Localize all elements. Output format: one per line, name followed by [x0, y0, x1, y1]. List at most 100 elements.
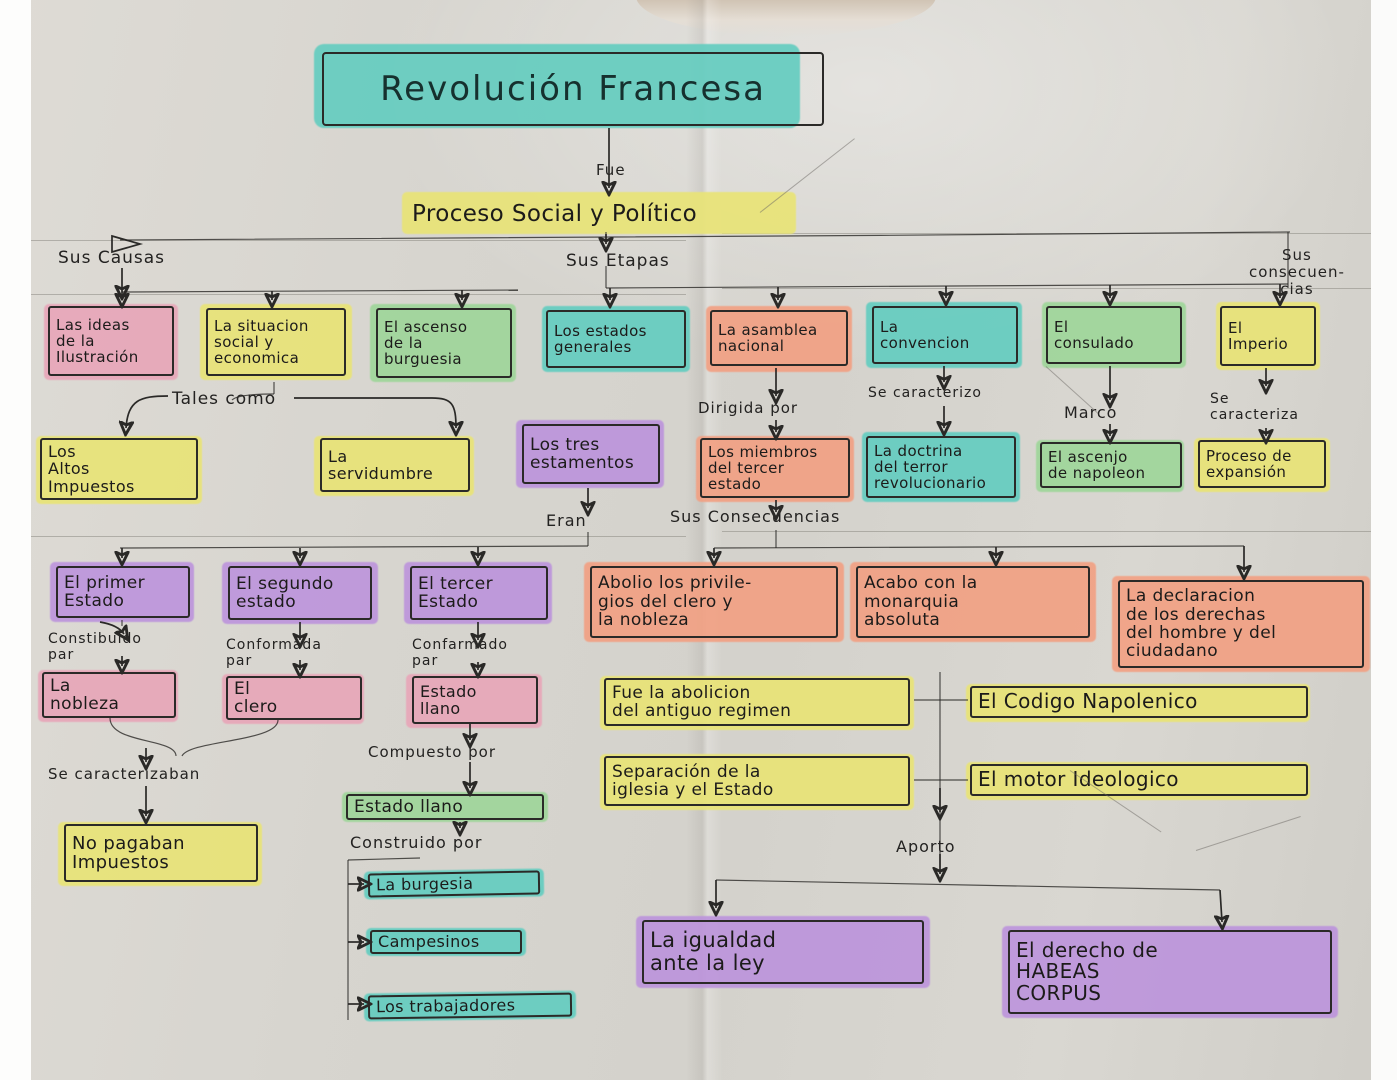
- node-etapa-convencion[interactable]: La convencion: [872, 306, 1018, 364]
- connector-label-conformada-por: Conformada par: [226, 637, 322, 669]
- node-codigo-napolenico-text: El Codigo Napolenico: [978, 689, 1198, 714]
- node-codigo-napolenico[interactable]: El Codigo Napolenico: [970, 686, 1308, 718]
- connector-label-construido-por: Construido por: [350, 833, 483, 852]
- fold-line-upper-right: [722, 233, 1371, 234]
- node-etapa-asamblea-nacional[interactable]: La asamblea nacional: [710, 310, 848, 366]
- estado-llano-green-highlight: [342, 792, 548, 822]
- node-la-burgesia[interactable]: La burgesia: [367, 870, 541, 898]
- node-ascenso-napoleon[interactable]: El ascenjo de napoleon: [1040, 442, 1182, 488]
- acabo-monarquia-highlight: [850, 562, 1096, 642]
- node-declaracion-derechos-hombre-ciudadano[interactable]: La declaracion de los derechas del hombr…: [1118, 580, 1364, 668]
- node-abolicion-antiguo-text: Fue la abolicion del antiguo regimen: [612, 682, 792, 721]
- node-proceso-expansion[interactable]: Proceso de expansión: [1198, 440, 1326, 488]
- no-pagaban-highlight: [58, 822, 262, 886]
- node-abolio-privilegios[interactable]: Abolio los privile- gios del clero y la …: [590, 566, 838, 638]
- separacion-iglesia-highlight: [600, 754, 914, 810]
- connector-label-se-caracterizo: Se caracterizo: [868, 385, 982, 401]
- node-tres-estamentos-text: Los tres estamentos: [530, 434, 635, 473]
- servidumbre-highlight: [314, 436, 474, 496]
- node-separacion-iglesia-estado[interactable]: Separación de la iglesia y el Estado: [604, 756, 910, 806]
- ascenso-napoleon-highlight: [1036, 440, 1184, 492]
- connector-label-fue: Fue: [596, 161, 626, 179]
- etapa-asamblea-highlight: [706, 306, 852, 372]
- abolio-privilegios-highlight: [584, 562, 844, 642]
- causa-burguesia-highlight: [370, 304, 516, 382]
- declaracion-derechos-highlight: [1112, 576, 1370, 672]
- node-acabo-monarquia-text: Acabo con la monarquia absoluta: [864, 573, 978, 631]
- node-habeas-corpus-text: El derecho de HABEAS CORPUS: [1016, 937, 1159, 1005]
- tres-estamentos-highlight: [516, 420, 664, 488]
- node-acabo-monarquia-absoluta[interactable]: Acabo con la monarquia absoluta: [856, 566, 1090, 638]
- node-abolicion-antiguo-regimen[interactable]: Fue la abolicion del antiguo regimen: [604, 678, 910, 726]
- abolicion-antiguo-highlight: [600, 676, 914, 730]
- node-servidumbre-text: La servidumbre: [328, 446, 434, 483]
- node-causa-ideas-text: Las ideas de la Ilustración: [56, 315, 139, 367]
- connector-label-sus-causas: Sus Causas: [58, 248, 166, 268]
- stray-pencil-mark-1: [759, 138, 855, 213]
- node-motor-ideologico[interactable]: El motor Ideologico: [970, 764, 1308, 796]
- node-igualdad-ante-la-ley[interactable]: La igualdad ante la ley: [642, 920, 924, 984]
- node-tres-estamentos[interactable]: Los tres estamentos: [522, 424, 660, 484]
- node-causa-situacion-text: La situacion social y economica: [214, 316, 309, 368]
- node-causa-ascenso-burguesia[interactable]: El ascenso de la burguesia: [376, 308, 512, 378]
- node-no-pagaban-impuestos[interactable]: No pagaban Impuestos: [64, 824, 258, 882]
- node-etapa-consulado[interactable]: El consulado: [1046, 306, 1182, 364]
- node-estado-llano-pink[interactable]: Estado llano: [412, 676, 538, 724]
- miembros-tercer-highlight: [696, 436, 854, 502]
- node-declaracion-derechos-text: La declaracion de los derechas del hombr…: [1126, 586, 1277, 662]
- node-primer-estado-text: El primer Estado: [64, 572, 145, 611]
- node-causa-situacion-social-economica[interactable]: La situacion social y economica: [206, 308, 346, 376]
- node-motor-ideologico-text: El motor Ideologico: [978, 767, 1179, 792]
- node-etapa-consulado-text: El consulado: [1054, 317, 1134, 352]
- connector-label-eran: Eran: [546, 511, 587, 530]
- connector-label-se-caracteriza: Se caracteriza: [1210, 391, 1299, 423]
- node-nobleza-text: La nobleza: [50, 675, 120, 714]
- page-title-text: Revolución Francesa: [380, 69, 766, 109]
- fold-line-upper-left: [31, 240, 686, 241]
- altos-impuestos-highlight: [36, 436, 202, 504]
- node-campesinos-text: Campesinos: [378, 932, 480, 952]
- codigo-napolenico-highlight: [966, 684, 1310, 722]
- etapa-convencion-highlight: [866, 302, 1022, 368]
- paper-right-margin: [1371, 0, 1397, 1080]
- node-igualdad-ley-text: La igualdad ante la ley: [650, 928, 777, 975]
- etapa-consulado-highlight: [1042, 302, 1186, 368]
- node-la-nobleza[interactable]: La nobleza: [42, 672, 176, 718]
- node-tercer-estado[interactable]: El tercer Estado: [410, 566, 548, 620]
- node-primer-estado[interactable]: El primer Estado: [56, 566, 190, 618]
- habeas-corpus-highlight: [1002, 926, 1338, 1018]
- node-doctrina-terror-revolucionario[interactable]: La doctrina del terror revolucionario: [866, 436, 1016, 498]
- node-estado-llano-pink-text: Estado llano: [420, 681, 477, 718]
- node-altos-impuestos[interactable]: Los Altos Impuestos: [40, 438, 198, 500]
- node-la-servidumbre[interactable]: La servidumbre: [320, 438, 470, 492]
- node-etapa-imperio-text: El Imperio: [1228, 318, 1289, 353]
- node-segundo-estado[interactable]: El segundo estado: [228, 566, 372, 620]
- node-el-clero[interactable]: El clero: [226, 676, 362, 720]
- node-causa-ideas-ilustracion[interactable]: Las ideas de la Ilustración: [48, 306, 174, 376]
- connector-label-sus-consecuencias: Sus consecuen- cias: [1249, 246, 1345, 298]
- node-etapa-estados-text: Los estados generales: [554, 321, 647, 356]
- node-etapa-asamblea-text: La asamblea nacional: [718, 320, 818, 355]
- node-miembros-tercer-estado[interactable]: Los miembros del tercer estado: [700, 438, 850, 498]
- motor-ideologico-highlight: [966, 762, 1310, 800]
- node-proceso-social-politico[interactable]: Proceso Social y Político: [406, 196, 792, 232]
- paper-left-margin: [0, 0, 31, 1080]
- primer-estado-highlight: [50, 562, 194, 622]
- node-los-trabajadores-text: Los trabajadores: [375, 995, 516, 1017]
- estado-llano-pink-highlight: [406, 674, 542, 728]
- igualdad-ley-highlight: [636, 916, 930, 988]
- node-los-trabajadores[interactable]: Los trabajadores: [367, 992, 573, 1020]
- node-no-pagaban-text: No pagaban Impuestos: [72, 832, 185, 873]
- node-derecho-habeas-corpus[interactable]: El derecho de HABEAS CORPUS: [1008, 930, 1332, 1014]
- node-estado-llano-green[interactable]: Estado llano: [346, 794, 544, 820]
- connector-label-dirigida-por: Dirigida por: [698, 399, 799, 417]
- causa-situacion-highlight: [200, 304, 352, 380]
- node-etapa-imperio[interactable]: El Imperio: [1220, 306, 1316, 366]
- title-highlight: [314, 44, 800, 128]
- node-separacion-iglesia-text: Separación de la iglesia y el Estado: [612, 761, 774, 800]
- node-estado-llano-green-text: Estado llano: [354, 796, 464, 817]
- node-etapa-estados-generales[interactable]: Los estados generales: [546, 310, 686, 368]
- node-campesinos[interactable]: Campesinos: [370, 930, 522, 954]
- segundo-estado-highlight: [222, 562, 378, 624]
